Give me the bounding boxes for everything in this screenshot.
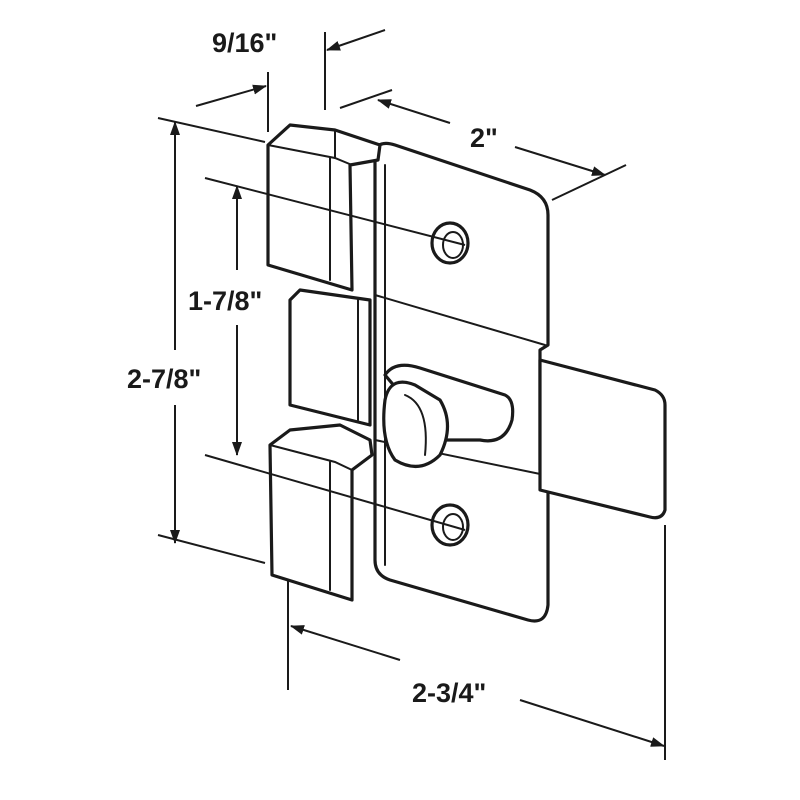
slide-bolt xyxy=(288,288,667,520)
depth-arrow-right xyxy=(326,29,386,51)
overall-length-label: 2-3/4" xyxy=(412,678,486,708)
length-arrow-right xyxy=(519,699,665,747)
dimension-lines xyxy=(170,29,665,747)
hole-spacing-label: 1-7/8" xyxy=(188,286,262,316)
width-arrow-left xyxy=(377,99,451,124)
bolt-knob xyxy=(382,363,515,468)
mounting-hole-top xyxy=(430,221,470,265)
depth-label: 9/16" xyxy=(212,28,277,58)
depth-arrow-left xyxy=(195,84,267,107)
length-arrow-left xyxy=(290,625,401,661)
top-bracket xyxy=(266,123,382,292)
bottom-bracket xyxy=(268,423,374,602)
width-arrow-right xyxy=(514,146,606,176)
plate-width-label: 2" xyxy=(470,123,498,153)
overall-height-label: 2-7/8" xyxy=(127,364,201,394)
